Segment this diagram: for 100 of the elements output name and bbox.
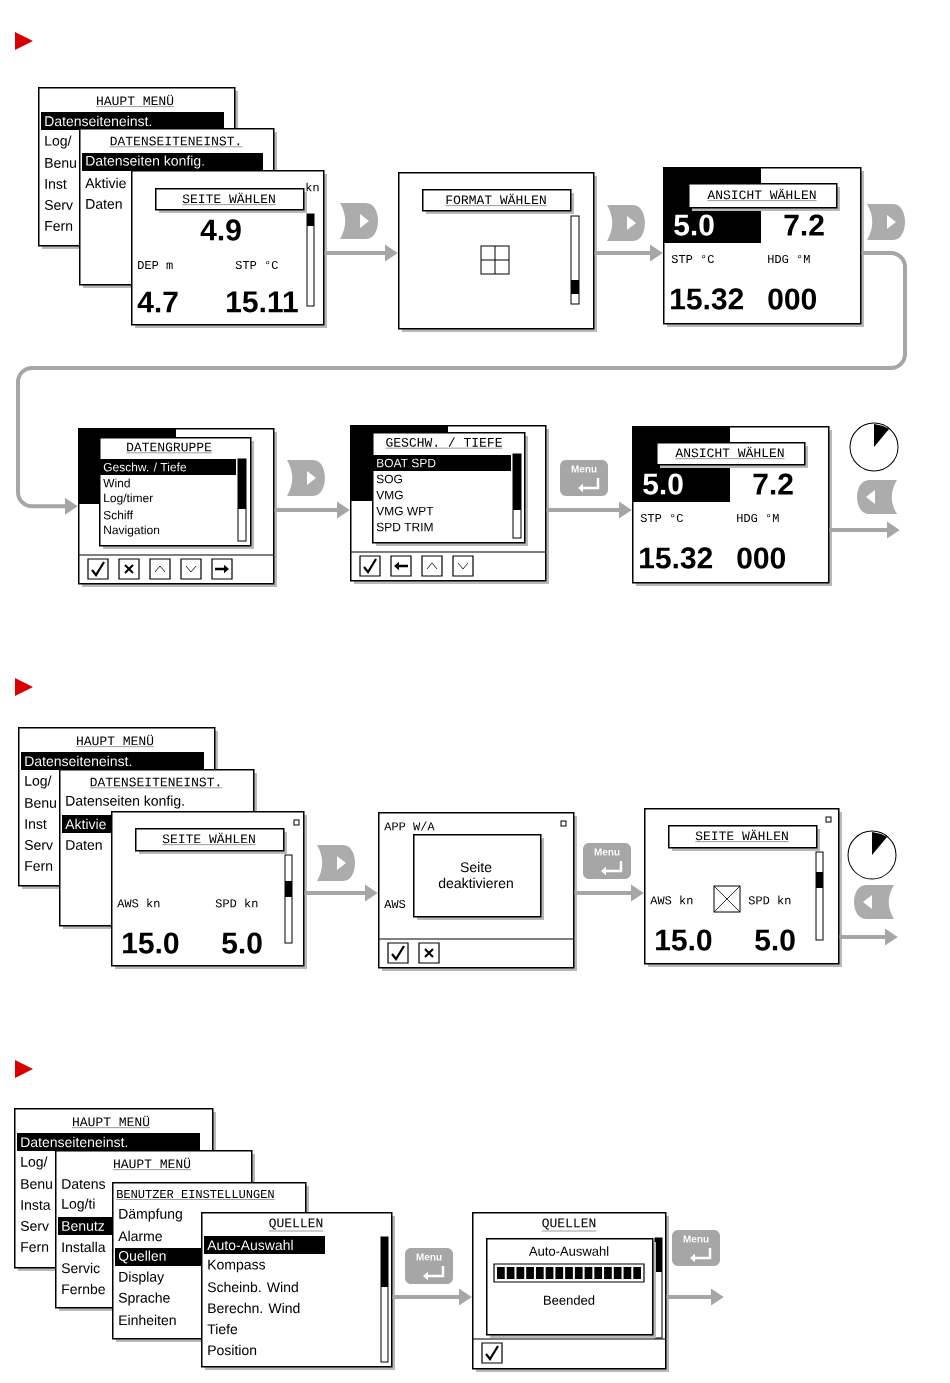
menu-item: Daten [86,199,122,209]
menu-title: ANSICHT WÄHLEN [675,446,785,459]
menu-item: Datens [62,1179,106,1189]
reading-value: 4.7 [137,291,178,313]
menu-item: Fern [25,861,53,871]
list-popup [372,432,526,544]
reading-label: STP °C [235,260,278,270]
reading-label: DEP m [138,261,173,269]
menu-title: HAUPT MENÜ [71,1115,151,1128]
reading-value: 7.2 [784,214,824,236]
menu-item: Benu [21,1179,52,1189]
menu-item: Daten [66,840,102,850]
reading-value: 15.0 [656,929,712,951]
reading-label: STP °C [640,513,683,523]
menu-item: Insta [21,1200,51,1210]
menu-item: Fernbe [62,1283,105,1295]
menu-item: Serv [20,1221,49,1231]
menu-title: FORMAT WÄHLEN [445,193,547,206]
menu-item: Wind [103,478,130,488]
menu-item: Serv [44,200,73,210]
menu-button: Menu [560,460,608,496]
menu-title: QUELLEN [541,1218,597,1232]
reading-value: 5.0 [643,473,683,495]
menu-item: Berechn. Wind [208,1302,300,1314]
menu-item: Kompass [208,1259,266,1273]
reading-label: AWS kn [117,898,160,908]
reading-label: STP °C [671,254,714,264]
menu-item: Log/ [21,1156,48,1170]
reading-value: 5.0 [674,214,714,236]
menu-button: Menu [405,1248,453,1284]
reading-label: HDG °M [737,513,779,523]
menu-item: Log/ [25,775,52,789]
menu-title: HAUPT MENÜ [95,94,175,107]
reading-value: 15.32 [671,288,744,310]
reading-label: AWS kn [650,895,693,905]
selected-item: Datenseiten konfig. [82,153,263,171]
menu-item: VMG WPT [376,506,434,516]
selected-item: Quellen [115,1248,202,1266]
menu-item: Serv [24,840,53,850]
reading-label: APP W/A [384,821,435,831]
menu-item: Benu [45,158,76,168]
menu-item: Scheinb. Wind [207,1281,298,1293]
menu-button: Menu [583,843,631,879]
dialog-box [668,825,818,849]
menu-item: Benu [25,798,56,808]
reading-value: 5.0 [222,932,262,954]
reading-label: SPD kn [215,898,258,908]
menu-item: Position [208,1344,257,1356]
dialog-text: Beended [544,1295,595,1305]
selected-item: Datenseiteneinst. [17,1133,200,1151]
dialog-box [422,189,572,212]
reading-label: HDG °M [768,254,810,264]
menu-title: QUELLEN [268,1218,324,1232]
list-popup [99,437,252,547]
menu-item: Log/ti [62,1198,95,1212]
dialog-box [688,183,838,209]
dialog-box [155,188,305,211]
menu-item: Aktivie [85,177,126,189]
menu-item: SPD TRIM [376,522,433,532]
reading-value: 15.11 [227,291,298,313]
menu-item: Fern [45,221,73,231]
menu-item: Tiefe [207,1323,238,1335]
menu-item: Log/timer [104,493,153,505]
menu-title: HAUPT MENÜ [75,734,155,747]
menu-item: Datenseiten konfig. [66,795,184,809]
menu-title: HAUPT MENÜ [112,1157,192,1170]
reading-label: kn [306,182,319,192]
menu-item: Display [119,1271,165,1285]
reading-value: 7.2 [753,473,793,495]
menu-title: BENUTZER EINSTELLUNGEN [116,1189,275,1200]
menu-title: SEITE WÄHLEN [182,192,276,205]
dialog-text: Auto-Auswahl [528,1246,609,1256]
menu-title: DATENSEITENEINST. [109,136,243,147]
menu-title: SEITE WÄHLEN [162,832,256,845]
menu-button: Menu [672,1230,720,1266]
menu-item: VMG [376,490,403,500]
menu-title: DATENGRUPPE [125,442,213,453]
reading-value: 5.0 [755,929,795,951]
menu-screen [201,1212,393,1368]
selected-item: Geschw. / Tiefe [100,459,236,475]
menu-item: Schiff [103,510,133,520]
selected-item: Datenseiteneinst. [41,112,224,130]
selected-item: Datenseiteneinst. [21,752,204,770]
menu-item: Inst [45,179,67,189]
menu-item: SOG [376,474,402,484]
menu-item: Fern [21,1242,49,1252]
menu-item: Navigation [104,525,160,537]
reading-value: 15.0 [123,932,179,954]
menu-item: Sprache [118,1292,170,1306]
menu-item: Servic [61,1262,100,1274]
menu-title: ANSICHT WÄHLEN [707,188,817,201]
menu-item: Einheiten [119,1314,176,1326]
reading-value: 4.9 [200,219,241,241]
reading-value: 15.32 [640,547,713,569]
dialog-box [656,442,806,466]
reading-value: 000 [768,288,816,310]
menu-title: GESCHW. / TIEFE [385,437,503,449]
selected-item: BOAT SPD [373,455,511,471]
menu-item: Log/ [45,135,72,149]
reading-value: 000 [737,547,785,569]
